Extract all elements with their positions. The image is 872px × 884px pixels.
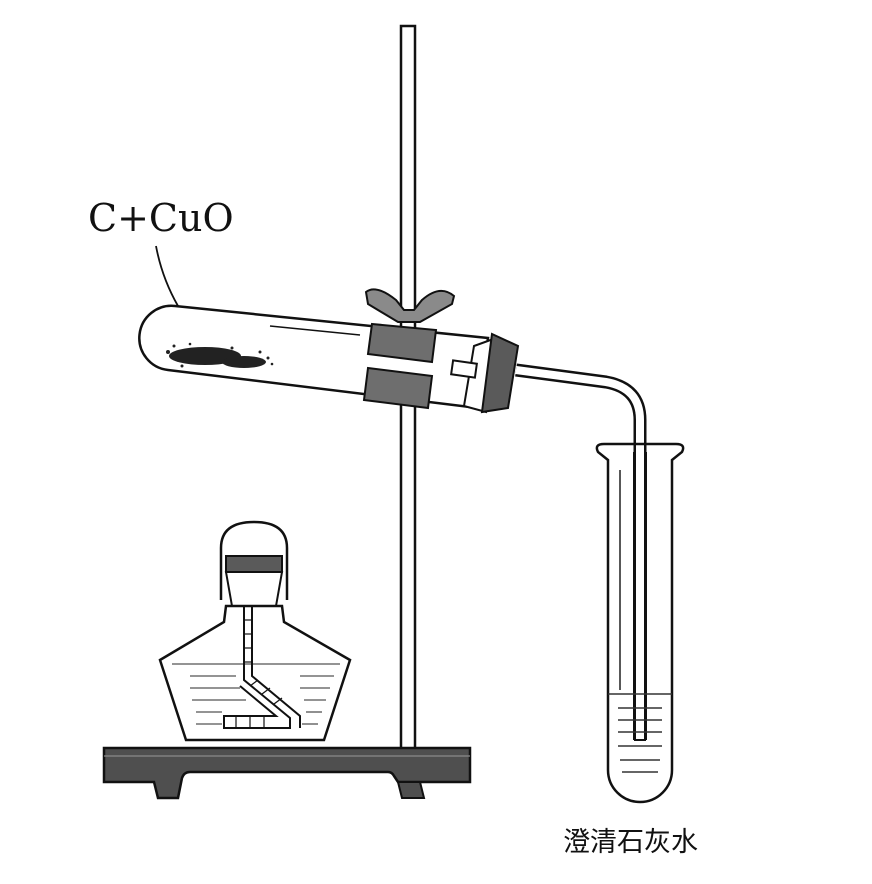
- powder-sample: [166, 342, 274, 368]
- clamp-jaws: [362, 322, 438, 410]
- receiving-test-tube: [595, 442, 685, 804]
- alcohol-lamp: [158, 520, 352, 742]
- delivery-tube: [515, 363, 647, 740]
- stand-base: [102, 746, 472, 800]
- clamp-wing-nut: [364, 288, 456, 323]
- limewater-liquid: [608, 693, 672, 773]
- reactants-label: C+CuO: [88, 196, 234, 240]
- label-leader-line: [155, 245, 179, 307]
- limewater-label: 澄清石灰水: [563, 827, 698, 858]
- rubber-stopper: [450, 332, 520, 414]
- test-tube: [138, 304, 490, 410]
